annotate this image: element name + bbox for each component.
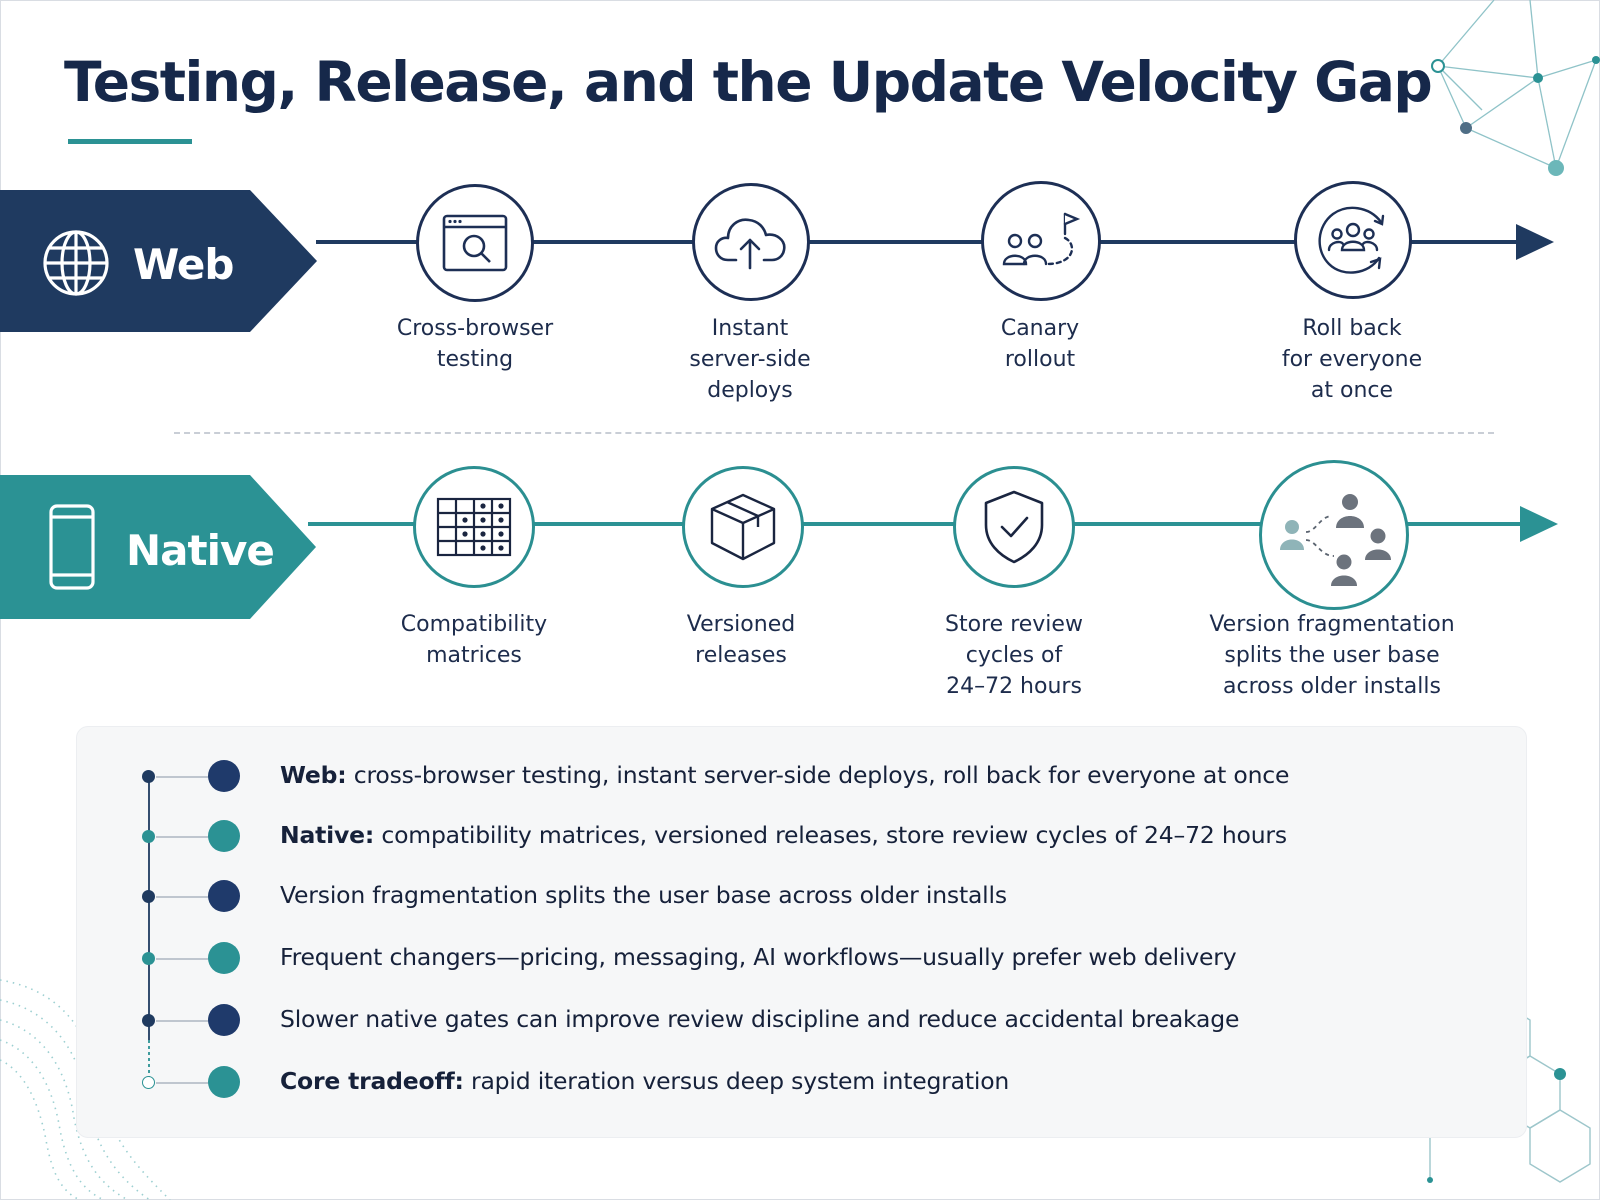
web-track (316, 240, 1516, 244)
summary-row-marker (142, 890, 155, 903)
fragmented-users-icon (1280, 494, 1391, 586)
shield-check-icon (984, 490, 1044, 564)
summary-row-connector (156, 896, 210, 898)
package-box-icon (710, 493, 776, 561)
summary-row-marker (142, 952, 155, 965)
summary-row-bullet (208, 942, 240, 974)
wave-dots-decoration (0, 979, 171, 1200)
summary-row-bullet (208, 820, 240, 852)
page-title: Testing, Release, and the Update Velocit… (64, 50, 1433, 114)
summary-row-text: Frequent changers—pricing, messaging, AI… (280, 943, 1237, 971)
globe-icon (43, 230, 109, 296)
summary-row-text: Slower native gates can improve review d… (280, 1005, 1239, 1033)
summary-row-text: Web: cross-browser testing, instant serv… (280, 761, 1289, 789)
summary-row-body: Slower native gates can improve review d… (280, 1005, 1240, 1033)
summary-row-connector (156, 836, 210, 838)
native-step-fragmentation-label: Version fragmentation splits the user ba… (1209, 612, 1455, 699)
summary-row-marker (142, 1076, 155, 1089)
summary-row-marker (142, 830, 155, 843)
summary-row-bullet (208, 1066, 240, 1098)
web-step-canary-node (981, 181, 1101, 301)
native-step-compatibility-label: Compatibility matrices (400, 612, 548, 668)
summary-row-lead: Core tradeoff: (280, 1067, 464, 1095)
native-step-store-review-node (953, 466, 1075, 588)
summary-row-body: cross-browser testing, instant server-si… (346, 761, 1290, 789)
summary-row-connector (156, 776, 210, 778)
summary-row-bullet (208, 880, 240, 912)
web-step-canary-label: Canary rollout (1000, 316, 1080, 372)
summary-row-marker (142, 1014, 155, 1027)
summary-row-connector (156, 958, 210, 960)
summary-row-lead: Native: (280, 821, 375, 849)
lane-divider (174, 432, 1494, 434)
canary-users-flag-icon (1002, 212, 1081, 266)
summary-row-text: Version fragmentation splits the user ba… (280, 881, 1007, 909)
browser-search-icon (442, 214, 508, 272)
native-track-arrowhead (1520, 506, 1558, 542)
web-lane-banner (0, 190, 317, 332)
summary-row-lead: Web: (280, 761, 347, 789)
web-step-cross-browser-node (416, 184, 534, 302)
summary-row-body: Frequent changers—pricing, messaging, AI… (280, 943, 1237, 971)
summary-row-bullet (208, 760, 240, 792)
users-rollback-icon (1318, 206, 1385, 274)
native-step-versioned-node (682, 466, 804, 588)
native-step-versioned-label: Versioned releases (686, 612, 796, 668)
summary-row-text: Native: compatibility matrices, versione… (280, 821, 1287, 849)
web-step-rollback-label: Roll back for everyone at once (1281, 316, 1423, 403)
native-step-compatibility-node (413, 466, 535, 588)
native-step-store-review-label: Store review cycles of 24–72 hours (945, 612, 1083, 699)
summary-row-body: Version fragmentation splits the user ba… (280, 881, 1007, 909)
title-underline (68, 139, 192, 144)
summary-row-text: Core tradeoff: rapid iteration versus de… (280, 1067, 1009, 1095)
summary-row-marker (142, 770, 155, 783)
cloud-upload-icon (714, 218, 786, 270)
summary-row-body: rapid iteration versus deep system integ… (463, 1067, 1010, 1095)
web-track-arrowhead (1516, 224, 1554, 260)
web-step-instant-deploys-node (692, 183, 810, 301)
matrix-grid-icon (436, 497, 512, 557)
native-track (308, 522, 1520, 526)
summary-panel (76, 726, 1527, 1138)
web-step-instant-deploys-label: Instant server-side deploys (689, 316, 811, 403)
web-step-cross-browser-label: Cross-browser testing (396, 316, 554, 372)
native-lane-banner (0, 475, 316, 619)
web-lane-label: Web (133, 240, 234, 289)
summary-row-connector (156, 1082, 210, 1084)
summary-timeline-line (148, 775, 150, 1082)
smartphone-icon (49, 504, 95, 590)
network-decoration (1431, 0, 1600, 176)
native-step-fragmentation-node (1259, 460, 1409, 610)
web-step-rollback-node (1294, 181, 1412, 299)
summary-row-bullet (208, 1004, 240, 1036)
native-lane-label: Native (126, 526, 275, 575)
summary-row-connector (156, 1020, 210, 1022)
summary-row-body: compatibility matrices, versioned releas… (374, 821, 1287, 849)
